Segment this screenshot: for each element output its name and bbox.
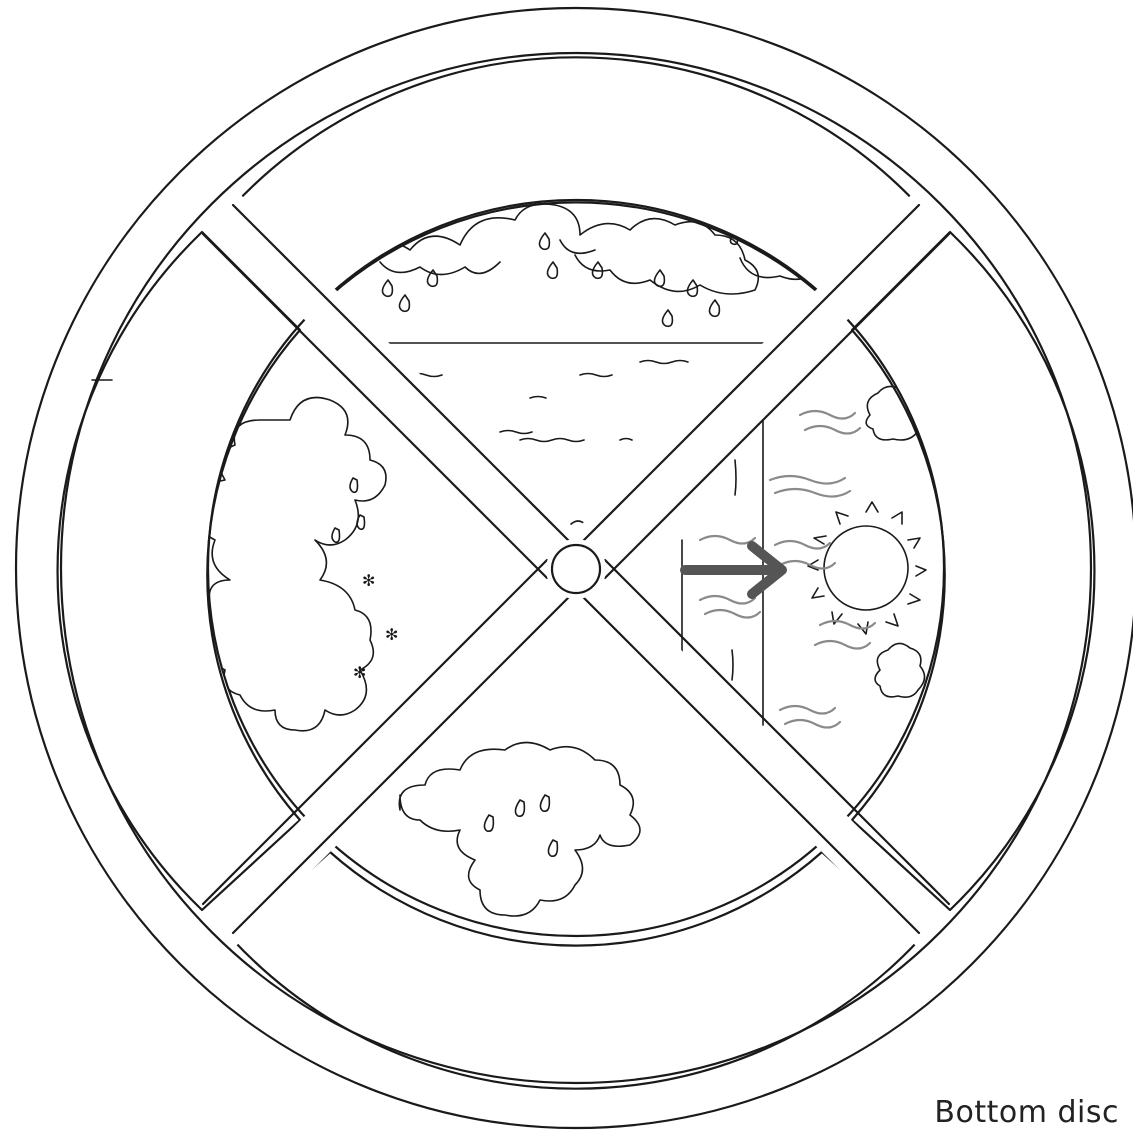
bottom-raindrops	[484, 795, 557, 856]
raindrops-top	[382, 232, 737, 326]
svg-text:✻: ✻	[353, 663, 366, 682]
rain-cloud-top	[360, 204, 758, 294]
evaporation-arrow	[685, 546, 782, 594]
left-raindrops	[332, 478, 365, 542]
slot-left	[58, 232, 300, 910]
bottom-rain-cloud-scene	[399, 743, 640, 917]
center-pin-ring	[546, 539, 606, 599]
snowflakes: ✻ ✻ ✻	[353, 571, 398, 682]
rain-snow-cloud-scene: ✻ ✻ ✻	[199, 398, 398, 731]
caption: Bottom disc	[934, 1095, 1119, 1130]
svg-text:✻: ✻	[385, 625, 398, 644]
bottom-cloud	[399, 743, 640, 917]
slot-right	[852, 232, 1094, 910]
slot-bottom	[233, 852, 919, 1089]
right-clouds	[866, 386, 924, 697]
slot-top	[233, 57, 919, 296]
svg-text:✻: ✻	[362, 571, 375, 590]
